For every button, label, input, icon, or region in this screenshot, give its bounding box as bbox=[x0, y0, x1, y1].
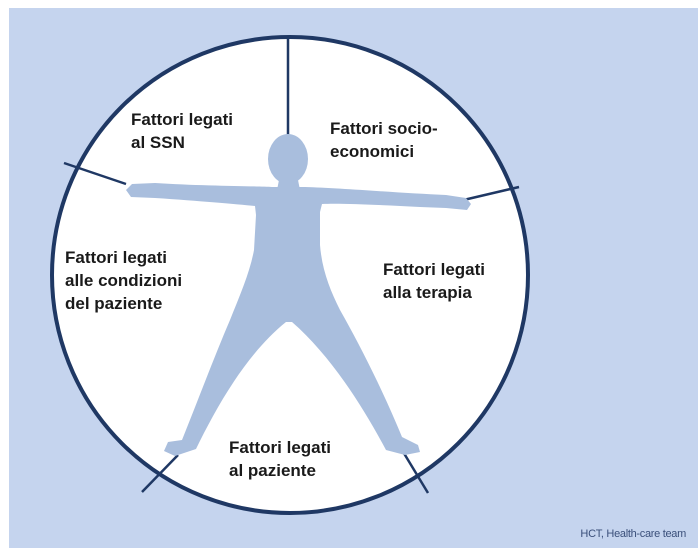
label-patient-conditions-line1: Fattori legati bbox=[65, 248, 168, 267]
divider-bottom-right bbox=[400, 449, 430, 494]
divider-bottom-left bbox=[141, 454, 179, 493]
label-patient-conditions: Fattori legati alle condizioni del pazie… bbox=[65, 246, 182, 315]
label-patient-conditions-line3: del paziente bbox=[65, 294, 163, 313]
label-ssn-line1: Fattori legati bbox=[131, 110, 234, 129]
footer-caption: HCT, Health-care team bbox=[580, 528, 686, 540]
label-socioeconomic-line1: Fattori socio- bbox=[330, 119, 438, 138]
label-patient-line1: Fattori legati bbox=[229, 438, 332, 457]
label-therapy-line2: alla terapia bbox=[383, 283, 472, 302]
label-patient: Fattori legati al paziente bbox=[229, 436, 331, 482]
divider-left bbox=[63, 161, 127, 186]
label-patient-conditions-line2: alle condizioni bbox=[65, 271, 183, 290]
label-ssn: Fattori legati al SSN bbox=[131, 108, 233, 154]
label-socioeconomic: Fattori socio- economici bbox=[330, 117, 438, 163]
human-figure-icon bbox=[126, 134, 471, 456]
label-therapy: Fattori legati alla terapia bbox=[383, 258, 485, 304]
label-ssn-line2: al SSN bbox=[131, 133, 185, 152]
label-therapy-line1: Fattori legati bbox=[383, 260, 486, 279]
label-patient-line2: al paziente bbox=[229, 461, 316, 480]
label-socioeconomic-line2: economici bbox=[330, 142, 415, 161]
